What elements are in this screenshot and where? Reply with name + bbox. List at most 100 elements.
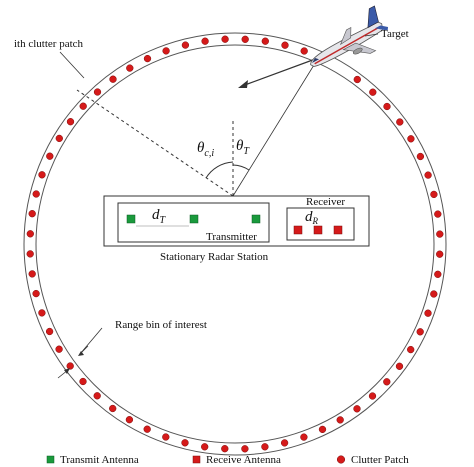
clutter-patch [221,35,229,43]
clutter-patch [434,270,442,278]
clutter-patch [181,41,190,49]
clutter-patch [162,433,170,441]
transmit-antenna [126,214,136,224]
clutter-patch [143,54,152,63]
range-ring-outer [23,32,447,456]
receiver-box [286,207,355,241]
receive-antenna [293,225,303,235]
clutter-patch [93,88,102,96]
clutter-patch [318,425,327,434]
clutter-patch [26,230,34,238]
clutter-patch [28,210,36,218]
clutter-patch [424,309,432,317]
clutter-patch [109,75,117,83]
clutter-patch [407,135,415,143]
clutter-patch [201,37,209,45]
clutter-patch-leader [59,51,85,79]
clutter-patch [300,433,308,441]
clutter-patch [336,416,344,424]
legend-clutter-label: Clutter Patch [351,454,409,466]
target-leader [364,33,379,37]
clutter-patches [26,35,444,453]
target-los-line [232,51,323,197]
clutter-patch [143,425,151,433]
clutter-patch [38,309,46,317]
airplane-icon [310,5,389,67]
clutter-patch [181,439,189,447]
clutter-patch [416,152,425,161]
clutter-patch [430,290,438,298]
clutter-patch [281,41,289,49]
legend-clutter-marker [336,455,346,464]
clutter-patch [383,378,391,386]
label-receiver: Receiver [306,196,345,208]
receive-antenna [333,225,343,235]
clutter-patch [424,171,432,179]
clutter-patch [300,47,308,55]
transmit-antenna [251,214,261,224]
clutter-patch [66,118,75,126]
clutter-patch [32,190,40,198]
label-transmitter: Transmitter [206,231,257,243]
clutter-patch [436,230,444,238]
clutter-los-line [76,89,234,197]
clutter-patch [55,134,63,143]
arrowhead-icon [78,351,84,356]
legend: Transmit Antenna Receive Antenna Clutter… [46,454,409,466]
label-theta-t: θT [236,138,250,157]
clutter-patch [396,118,404,126]
clutter-patch [45,327,54,336]
theta-c-arc [205,161,234,179]
label-station: Stationary Radar Station [160,251,269,263]
clutter-patch [201,443,209,451]
clutter-patch [368,392,377,400]
clutter-patch [241,35,249,43]
clutter-patch [416,328,424,336]
target-velocity-arrow [241,57,319,87]
legend-transmit-label: Transmit Antenna [60,454,139,466]
radar-station [103,195,370,247]
clutter-patch [430,190,438,199]
clutter-patch [28,270,36,278]
clutter-patch [79,102,87,110]
arrowhead-icon [238,80,248,88]
clutter-patch [38,171,46,179]
clutter-patch [434,210,442,218]
clutter-patch [66,362,74,370]
transmit-antenna [189,214,199,224]
clutter-patch [162,47,170,55]
label-dr: dR [305,209,319,226]
clutter-patch [280,439,289,447]
theta-t-arc [232,164,250,171]
clutter-patch [261,37,269,45]
clutter-patch [55,345,63,353]
clutter-patch [126,64,134,72]
arrowhead-icon [64,368,70,374]
label-target: Target [381,28,409,40]
receive-antenna [313,225,323,235]
clutter-patch [383,102,391,111]
clutter-patch [353,405,361,413]
clutter-patch [79,377,87,386]
clutter-patch [125,416,134,424]
clutter-patch [241,445,249,453]
range-bin-leader [79,327,103,355]
clutter-patch [93,392,101,400]
clutter-patch [369,88,377,96]
clutter-patch [26,250,34,258]
range-ring [23,32,447,456]
legend-receive-marker [192,455,201,464]
clutter-patch [407,345,415,354]
clutter-patch [353,75,361,84]
label-clutter-patch: ith clutter patch [14,38,84,50]
clutter-patch [395,362,404,370]
clutter-patch [221,445,229,453]
clutter-patch [109,404,117,413]
clutter-patch [32,289,40,298]
clutter-patch [46,152,54,160]
clutter-patch [261,443,269,451]
legend-transmit-marker [46,455,55,464]
range-ring-inner [35,44,435,444]
label-range-bin: Range bin of interest [115,319,207,331]
